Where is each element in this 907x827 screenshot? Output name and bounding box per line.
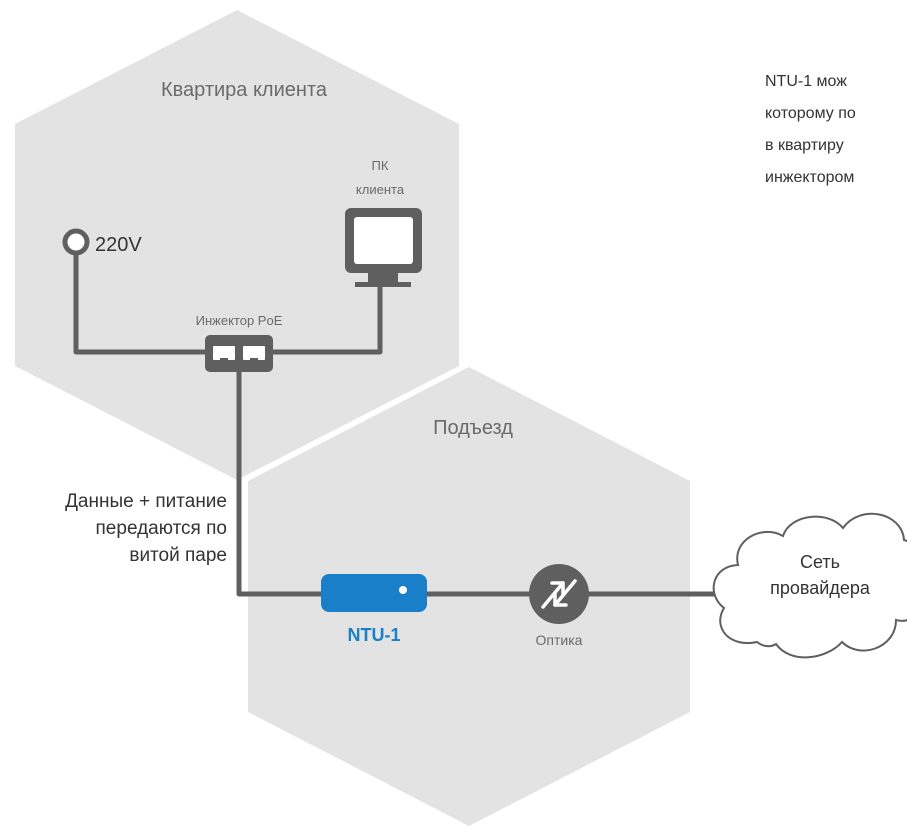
twisted-pair-cable: [236, 370, 325, 597]
cable-note-line2: передаются по: [96, 518, 227, 539]
description-text: NTU-1 мож которому по в квартиру инжекто…: [765, 66, 907, 194]
apartment-zone: [15, 10, 459, 480]
description-line3: в квартиру: [765, 137, 844, 154]
pc-monitor-icon: [345, 208, 422, 287]
pc-label-line2: клиента: [356, 182, 405, 197]
cable-note-line3: витой паре: [129, 545, 227, 566]
provider-cloud-icon: [712, 512, 907, 659]
description-line4: инжектором: [765, 169, 855, 186]
provider-label-line1: Сеть: [800, 552, 840, 572]
apartment-zone-label: Квартира клиента: [161, 79, 328, 101]
poe-injector-icon: [205, 335, 273, 372]
optics-icon: [529, 564, 589, 624]
power-cable: [73, 254, 210, 355]
ntu-device-icon: [321, 574, 427, 612]
power-socket-icon: [62, 228, 90, 256]
injector-label: Инжектор PoE: [196, 313, 283, 328]
power-label: 220V: [95, 234, 142, 256]
optics-label: Оптика: [536, 632, 583, 648]
ntu-label: NTU-1: [348, 625, 401, 645]
pc-label-line1: ПК: [372, 158, 389, 173]
entrance-zone-label: Подъезд: [433, 417, 513, 439]
cables: [73, 254, 735, 597]
provider-label-line2: провайдера: [770, 578, 871, 598]
cable-note-line1: Данные + питание: [65, 491, 227, 512]
description-line1: NTU-1 мож: [765, 73, 847, 90]
description-line2: которому по: [765, 105, 856, 122]
pc-cable: [266, 285, 383, 355]
